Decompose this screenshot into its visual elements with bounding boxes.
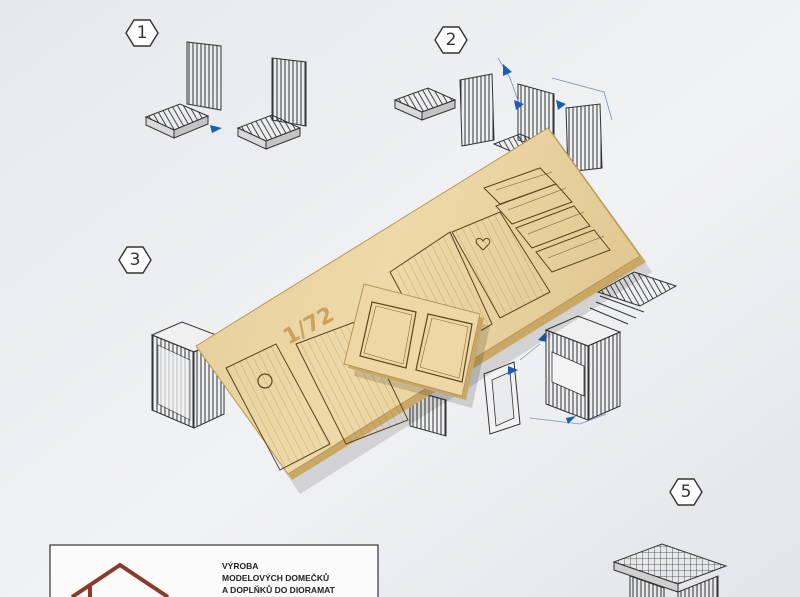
step-3-box-right	[519, 315, 622, 425]
step-3-number: 3	[130, 250, 141, 270]
window-frame-sheet	[343, 283, 490, 408]
house-logo-icon	[70, 562, 170, 597]
step-1-badge: 1	[125, 19, 159, 47]
company-info-box: VÝROBA MODELOVÝCH DOMEČKŮ A DOPLŇKŮ DO D…	[49, 544, 379, 597]
step-2-badge: 2	[434, 26, 468, 54]
side-wall-engraving	[295, 319, 409, 445]
step-2-arrow-icon-a	[503, 64, 512, 76]
door-knot-hole-icon	[257, 373, 273, 389]
step-1-arrow-icon	[210, 125, 222, 133]
step-2-arrow-icon-b	[514, 100, 524, 110]
back-wall-engraving	[451, 211, 551, 319]
company-line-3: A DOPLŇKŮ DO DIORAMAT	[222, 584, 336, 595]
window-pane-right	[415, 313, 473, 383]
step-5-number: 5	[681, 482, 692, 502]
step-5-outhouse	[612, 543, 728, 597]
step-5-group: 5	[612, 478, 728, 597]
step-3-group: 3	[118, 246, 678, 437]
step-1-part-a	[144, 41, 222, 139]
step-3-slats	[589, 271, 678, 325]
company-line-1: VÝROBA	[222, 560, 258, 571]
step-2-arrow-icon-c	[556, 100, 566, 110]
company-line-2: MODELOVÝCH DOMEČKŮ	[222, 572, 329, 583]
roof-slats-engraving	[483, 167, 611, 273]
door-panel-engraving	[225, 343, 331, 471]
step-3-arrow-icon-b	[566, 416, 576, 424]
step-3-arrow-icon-c	[538, 332, 546, 342]
step-1-part-b	[236, 57, 307, 150]
step-5-badge: 5	[669, 478, 703, 506]
heart-cutout-icon	[475, 237, 491, 251]
step-3-center-parts	[409, 361, 521, 437]
step-2-number: 2	[446, 30, 457, 50]
window-pane-left	[359, 301, 417, 369]
step-3-arrow-icon-a	[508, 366, 518, 375]
step-3-badge: 3	[118, 246, 152, 274]
step-3-box-left	[150, 321, 226, 429]
step-1-group: 1	[125, 19, 307, 150]
step-1-number: 1	[137, 23, 148, 43]
